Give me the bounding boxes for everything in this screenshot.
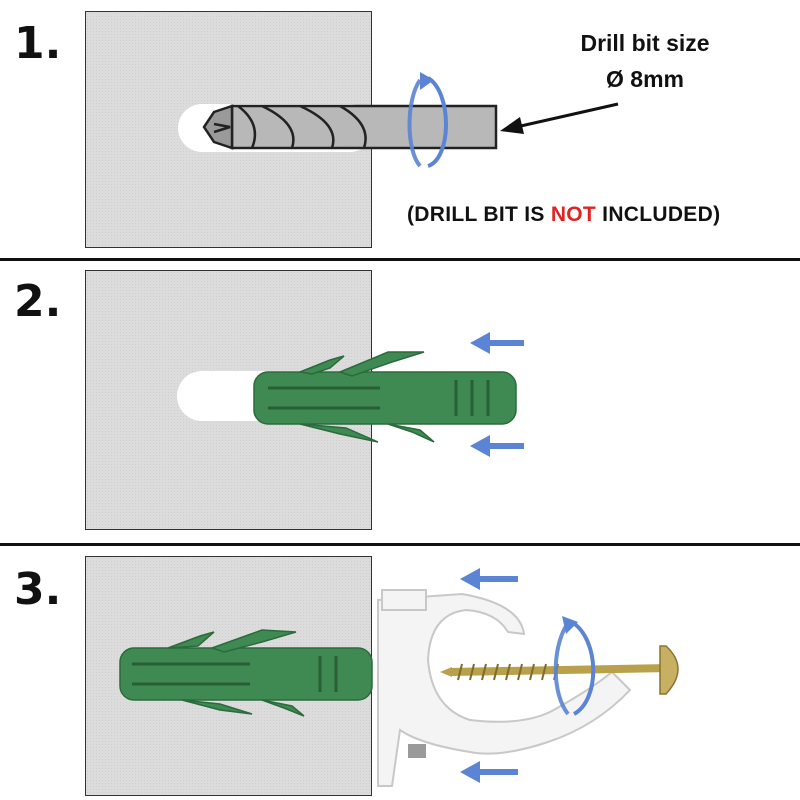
drill-bit — [202, 104, 498, 150]
push-arrow-icon — [470, 332, 524, 354]
step-number-1: 1. — [14, 18, 62, 69]
push-arrow-icon — [460, 568, 518, 590]
divider-2 — [0, 543, 800, 546]
drill-bit-not-included-note: (DRILL BIT IS NOT INCLUDED) — [407, 203, 720, 227]
pipe-clip — [377, 589, 632, 787]
step-number-3: 3. — [14, 564, 62, 615]
divider-1 — [0, 258, 800, 261]
step-number-2: 2. — [14, 276, 62, 327]
anchor-grooves — [132, 656, 338, 692]
pointer-arrow-icon — [500, 102, 619, 134]
wall-anchor — [119, 629, 373, 717]
note-highlight: NOT — [550, 203, 597, 226]
push-arrow-icon — [460, 761, 518, 783]
push-arrow-icon — [470, 435, 524, 457]
anchor-grooves — [268, 380, 490, 416]
screw — [440, 645, 679, 695]
note-prefix: (DRILL BIT IS — [407, 203, 551, 226]
rotation-arrow-icon — [407, 72, 448, 168]
drill-bit-size-title: Drill bit size — [580, 30, 710, 56]
note-suffix: INCLUDED) — [596, 203, 721, 226]
rotation-arrow-icon — [553, 616, 596, 716]
wall-anchor — [253, 351, 517, 443]
drill-bit-size-value: Ø 8mm — [606, 66, 684, 92]
